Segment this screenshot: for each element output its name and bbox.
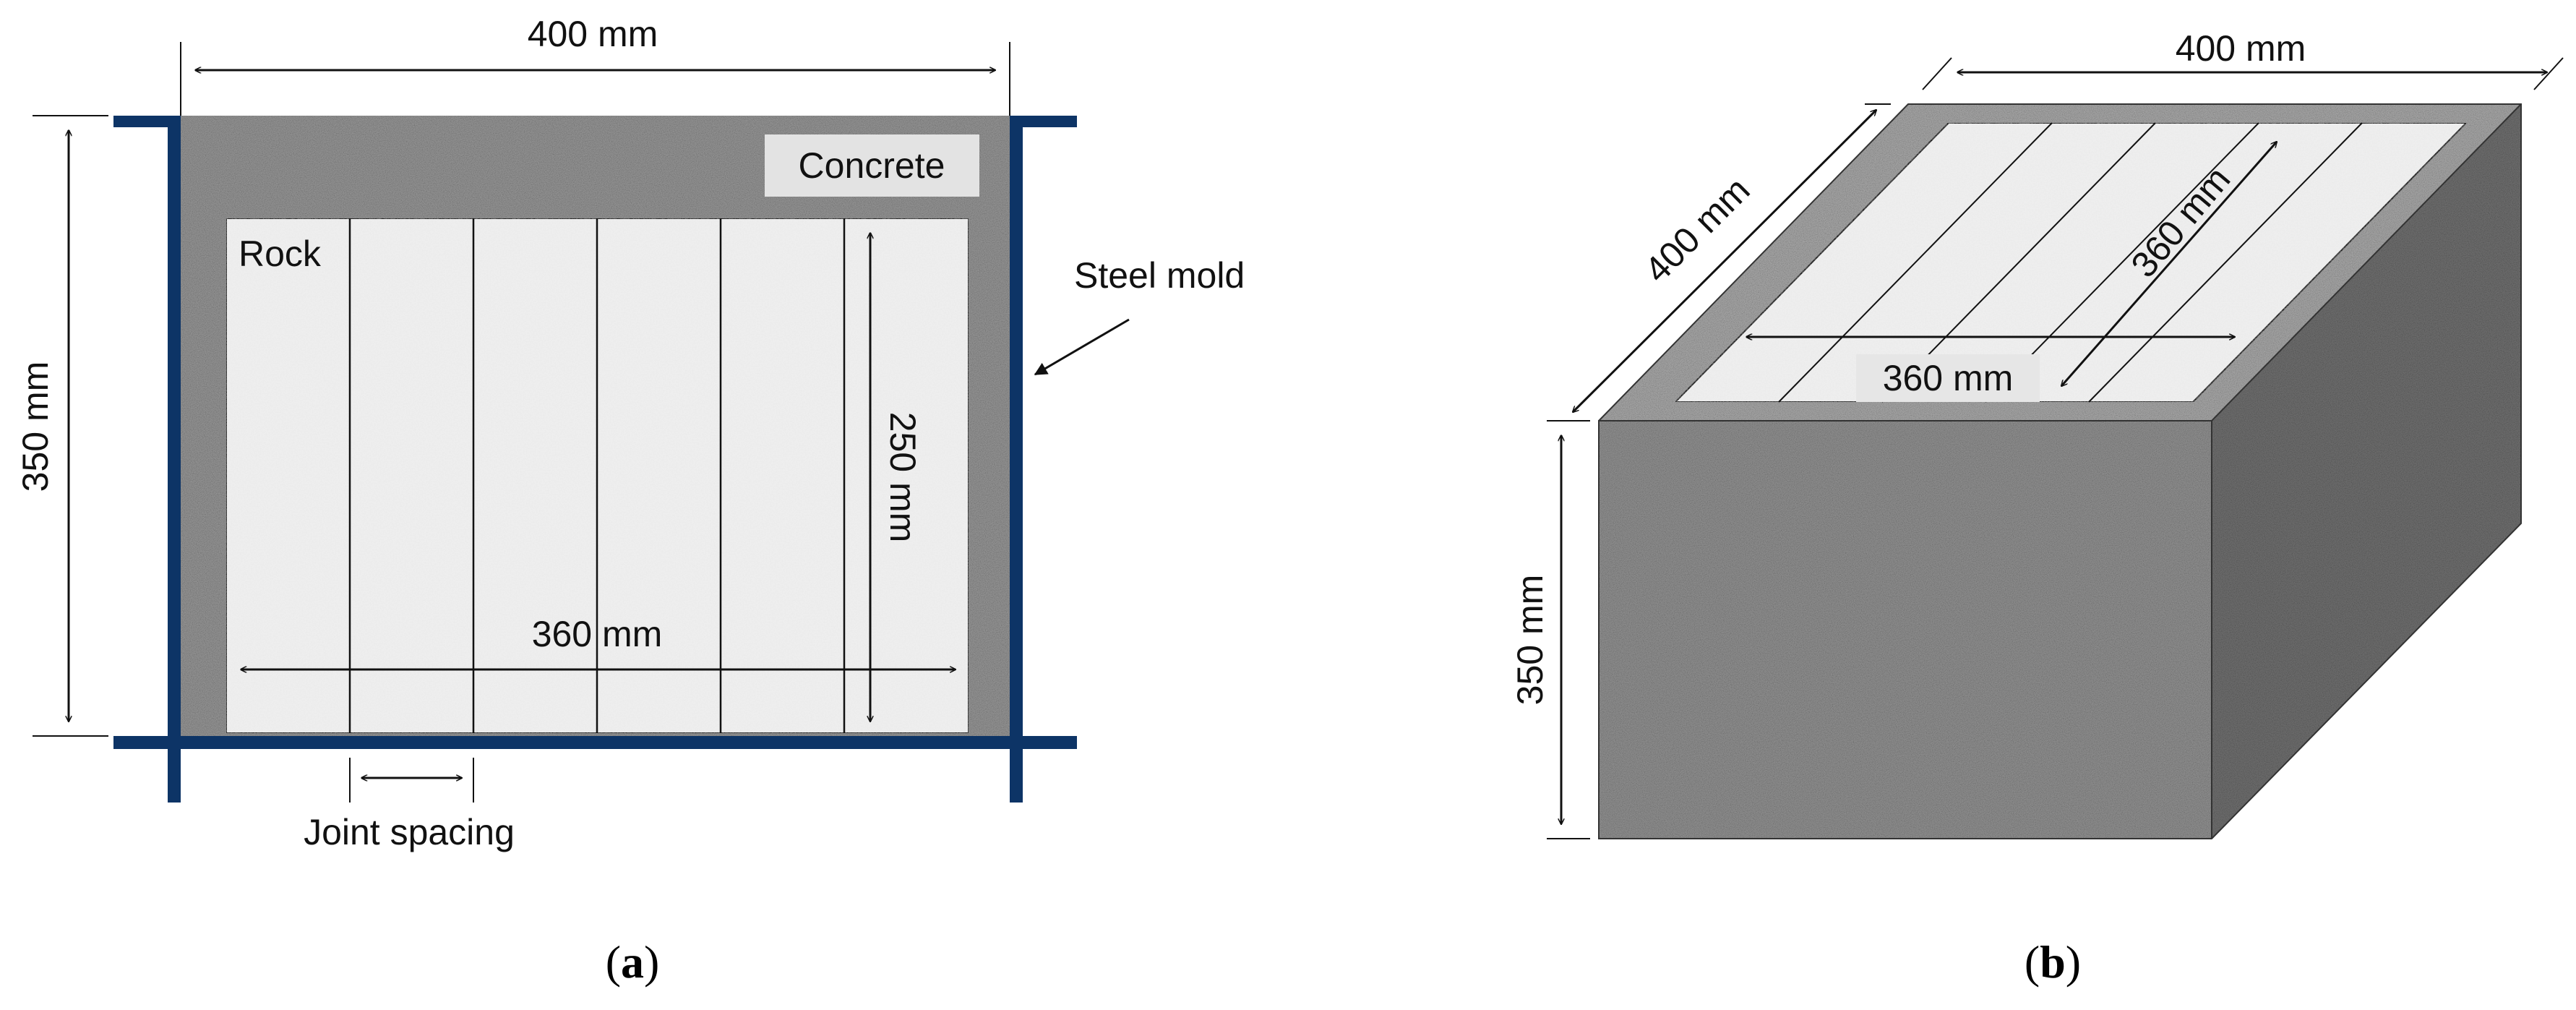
- steel-mold-leader-arrow: [1034, 318, 1130, 376]
- joint-spacing-label: Joint spacing: [304, 812, 515, 852]
- box-width-tick-left: [1922, 57, 1952, 90]
- rock-width-label-360mm: 360 mm: [532, 614, 663, 654]
- panel-b: 400 mm 400 mm 350 mm 360 mm 360 mm (b): [1510, 28, 2564, 988]
- box-front-face: [1599, 421, 2212, 839]
- box-depth-label-400mm: 400 mm: [1636, 169, 1757, 290]
- rock-width-label-b-box: [1856, 354, 2040, 402]
- rock-height-label-250mm: 250 mm: [883, 412, 923, 543]
- steel-mold-left-wall: [168, 116, 181, 803]
- box-edges: [1598, 103, 2522, 839]
- panel-a: 400 mm 350 mm Concrete Rock Steel mold 2…: [15, 14, 1245, 988]
- height-label-350mm: 350 mm: [15, 361, 56, 492]
- box-width-tick-right: [2533, 57, 2564, 90]
- caption-b-letter: b: [2040, 936, 2066, 988]
- caption-b: (b): [2025, 936, 2081, 988]
- caption-a: (a): [606, 936, 660, 988]
- caption-b-open: (: [2025, 936, 2040, 988]
- box-height-label-350mm: 350 mm: [1510, 575, 1550, 706]
- steel-mold-right-wall: [1010, 116, 1023, 803]
- rock-depth-arrow: [2061, 142, 2277, 386]
- box-side-face: [2212, 104, 2521, 839]
- width-label-400mm: 400 mm: [528, 14, 658, 54]
- caption-b-close: ): [2066, 936, 2081, 988]
- steel-mold-top-right-flange: [1010, 116, 1077, 127]
- steel-mold-top-left-flange: [113, 116, 181, 127]
- box-depth-arrow: [1573, 110, 1876, 412]
- box-width-label-400mm: 400 mm: [2176, 28, 2306, 69]
- rock-width-label-b-360mm: 360 mm: [1883, 358, 2014, 398]
- steel-mold-bottom-plate: [113, 736, 1077, 749]
- caption-a-close: ): [644, 936, 659, 988]
- concrete-label: Concrete: [799, 145, 945, 186]
- caption-a-open: (: [606, 936, 621, 988]
- rock-label: Rock: [239, 234, 322, 274]
- rock-joints: [348, 218, 846, 733]
- steel-mold-label: Steel mold: [1074, 255, 1245, 296]
- steel-mold: [113, 116, 1077, 803]
- concrete-label-box: [765, 134, 979, 197]
- caption-a-letter: a: [621, 936, 644, 988]
